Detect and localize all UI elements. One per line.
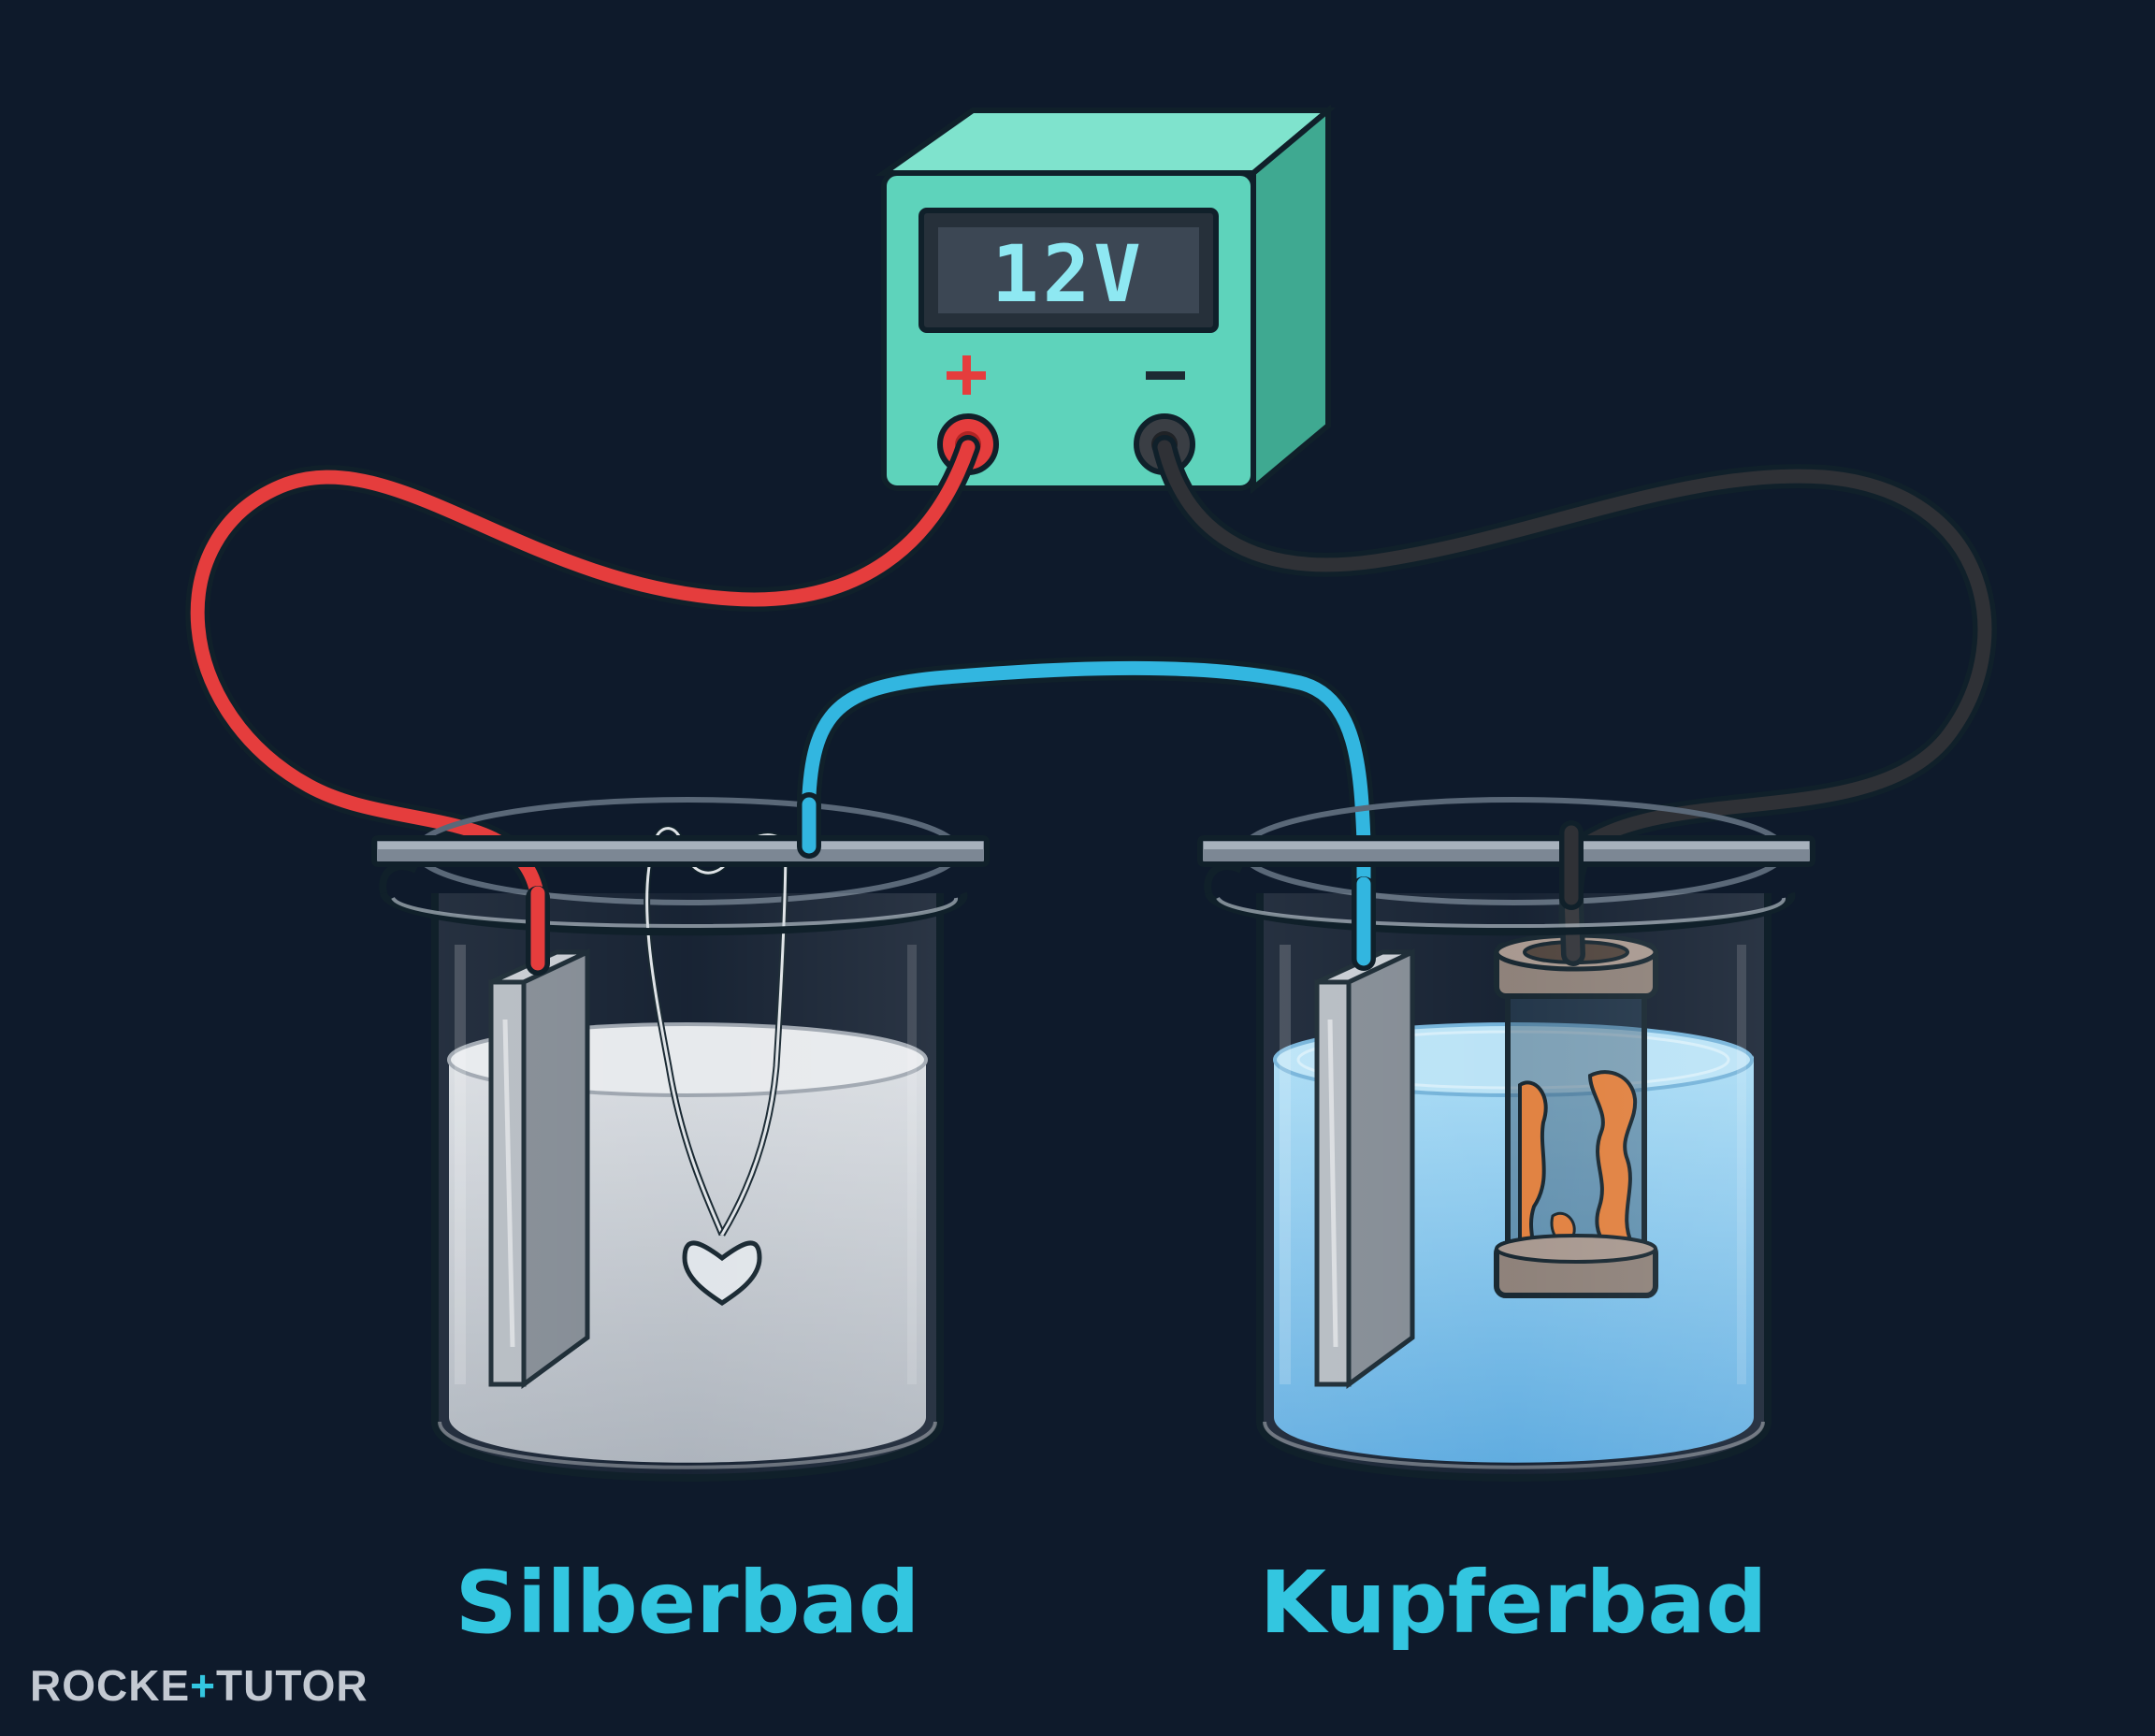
logo-text-part1: ROCKE (30, 1661, 190, 1710)
positive-wire (190, 440, 976, 966)
logo-text-part4: R (336, 1661, 368, 1710)
plus-symbol-icon (947, 355, 986, 395)
svg-text:ROCKE+TUTOR: ROCKE+TUTOR (30, 1661, 369, 1710)
voltage-readout: 12V (991, 228, 1145, 320)
silver-bath-label: Silberbad (456, 1553, 920, 1653)
minus-symbol-icon (1146, 371, 1185, 380)
bridge-wire (802, 660, 1371, 962)
rocket-tutor-logo: ROCKE+TUTOR (30, 1661, 369, 1710)
logo-text-part3: TUTO (216, 1661, 336, 1710)
power-supply-side (1251, 104, 1331, 495)
copper-bath-beaker (1197, 797, 1815, 1482)
power-supply: 12V (875, 104, 1337, 495)
negative-wire (1157, 440, 1992, 966)
copper-beaker-glass (1256, 893, 1772, 1482)
display-screen (938, 227, 1199, 313)
copper-bath-label: Kupferbad (1260, 1553, 1768, 1653)
silver-beaker-glass (431, 893, 944, 1482)
silver-bath-beaker (371, 792, 990, 1482)
logo-plus-accent: + (190, 1661, 216, 1710)
